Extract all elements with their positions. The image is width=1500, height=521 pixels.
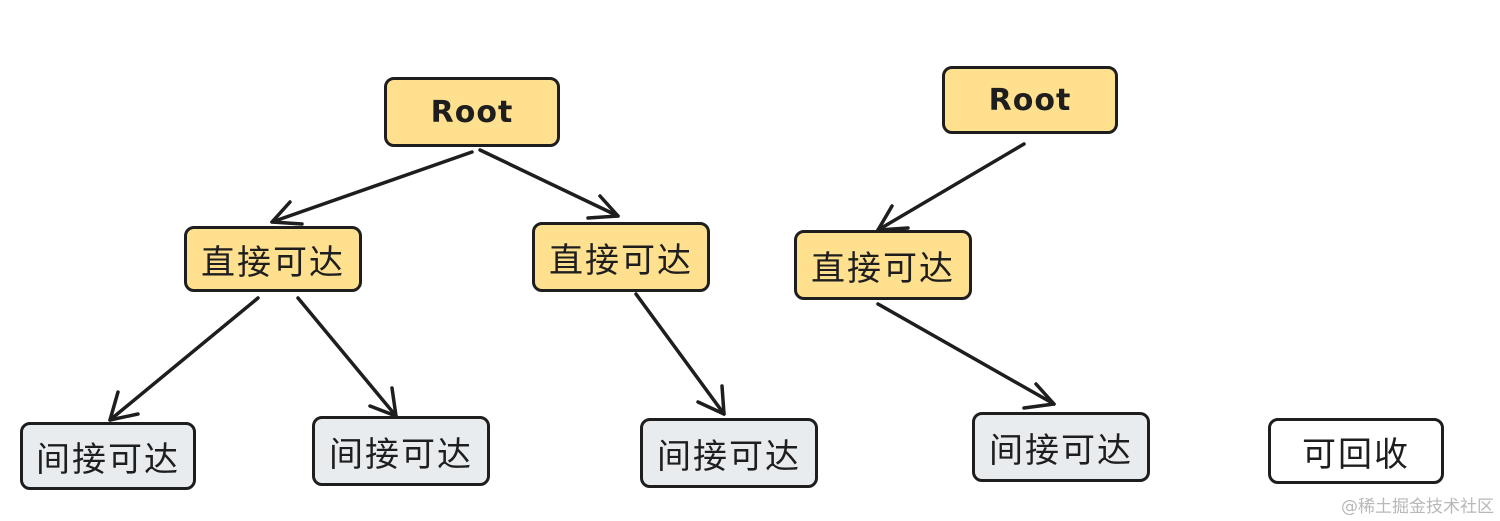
indirect-reachable-node-right: 间接可达 (972, 412, 1150, 482)
indirect-reachable-node-1: 间接可达 (20, 422, 196, 490)
arrow-direct-to-indirect-1 (108, 296, 260, 422)
arrow-direct-to-indirect-right (876, 302, 1056, 410)
direct-reachable-node-left: 直接可达 (184, 226, 362, 292)
indirect-reachable-node-2: 间接可达 (312, 416, 490, 486)
arrow-direct-to-indirect-3 (634, 292, 726, 416)
arrow-root-to-direct-left (270, 150, 474, 226)
root-node-right: Root (942, 66, 1118, 134)
direct-reachable-node-middle: 直接可达 (532, 222, 710, 292)
arrow-root-to-direct-right (876, 142, 1026, 232)
watermark: @稀土掘金技术社区 (1341, 497, 1494, 517)
arrow-root-to-direct-middle (478, 148, 620, 220)
arrow-direct-to-indirect-2 (296, 296, 398, 418)
direct-reachable-node-right: 直接可达 (794, 230, 972, 300)
root-node-left: Root (384, 77, 560, 147)
indirect-reachable-node-3: 间接可达 (640, 418, 818, 488)
collectable-node: 可回收 (1268, 418, 1444, 484)
